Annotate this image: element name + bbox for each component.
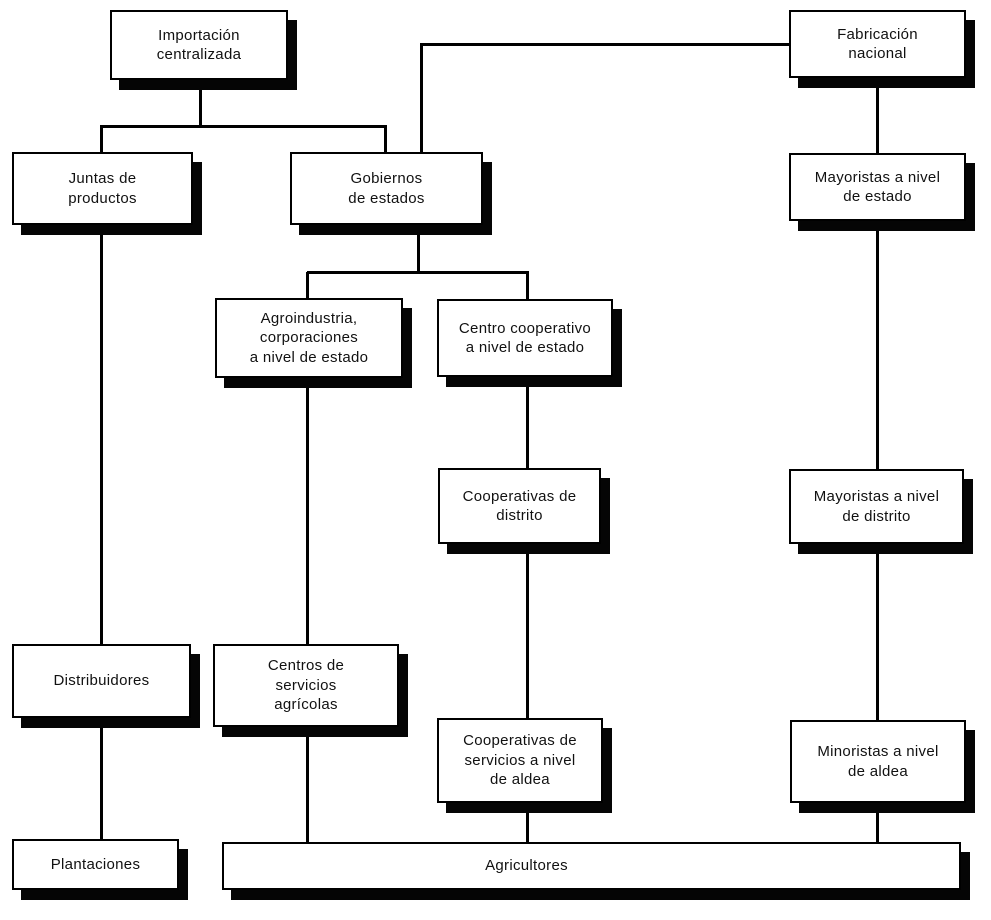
connector-mayoristas-distrito-to-minoristas <box>876 544 879 721</box>
connector-gobiernos-down <box>417 225 420 273</box>
connector-fabricacion-horizontal <box>420 43 790 46</box>
connector-to-gobiernos <box>384 126 387 153</box>
connector-mayoristas-estado-to-distrito <box>876 221 879 470</box>
node-agroindustria-corporaciones: Agroindustria, corporaciones a nivel de … <box>215 298 403 378</box>
node-cooperativas-servicios-aldea: Cooperativas de servicios a nivel de ald… <box>437 718 603 803</box>
connector-centro-to-coop-distrito <box>526 377 529 469</box>
connector-juntas-to-distribuidores <box>100 225 103 645</box>
connector-to-agroindustria <box>306 272 309 299</box>
connector-to-juntas <box>100 126 103 153</box>
node-juntas-de-productos: Juntas de productos <box>12 152 193 225</box>
node-plantaciones: Plantaciones <box>12 839 179 890</box>
node-minoristas-nivel-aldea: Minoristas a nivel de aldea <box>790 720 966 803</box>
connector-gobiernos-split <box>307 271 529 274</box>
connector-coop-distrito-to-aldea <box>526 544 529 719</box>
connector-importacion-down <box>199 80 202 127</box>
node-distribuidores: Distribuidores <box>12 644 191 718</box>
node-centros-servicios-agricolas: Centros de servicios agrícolas <box>213 644 399 727</box>
connector-coop-aldea-to-agricultores <box>526 803 529 843</box>
connector-importacion-split <box>100 125 387 128</box>
node-importacion-centralizada: Importación centralizada <box>110 10 288 80</box>
node-cooperativas-de-distrito: Cooperativas de distrito <box>438 468 601 544</box>
node-mayoristas-nivel-distrito: Mayoristas a nivel de distrito <box>789 469 964 544</box>
node-fabricacion-nacional: Fabricación nacional <box>789 10 966 78</box>
connector-agroindustria-to-centros <box>306 378 309 645</box>
connector-fabricacion-to-gobiernos <box>420 43 423 153</box>
connector-minoristas-to-agricultores <box>876 803 879 843</box>
node-centro-cooperativo-estado: Centro cooperativo a nivel de estado <box>437 299 613 377</box>
node-agricultores: Agricultores <box>222 842 961 890</box>
node-mayoristas-nivel-estado: Mayoristas a nivel de estado <box>789 153 966 221</box>
connector-distribuidores-to-plantaciones <box>100 718 103 840</box>
connector-fabricacion-down <box>876 78 879 154</box>
connector-to-centro-cooperativo <box>526 272 529 299</box>
connector-centros-to-agricultores <box>306 727 309 843</box>
node-gobiernos-de-estados: Gobiernos de estados <box>290 152 483 225</box>
